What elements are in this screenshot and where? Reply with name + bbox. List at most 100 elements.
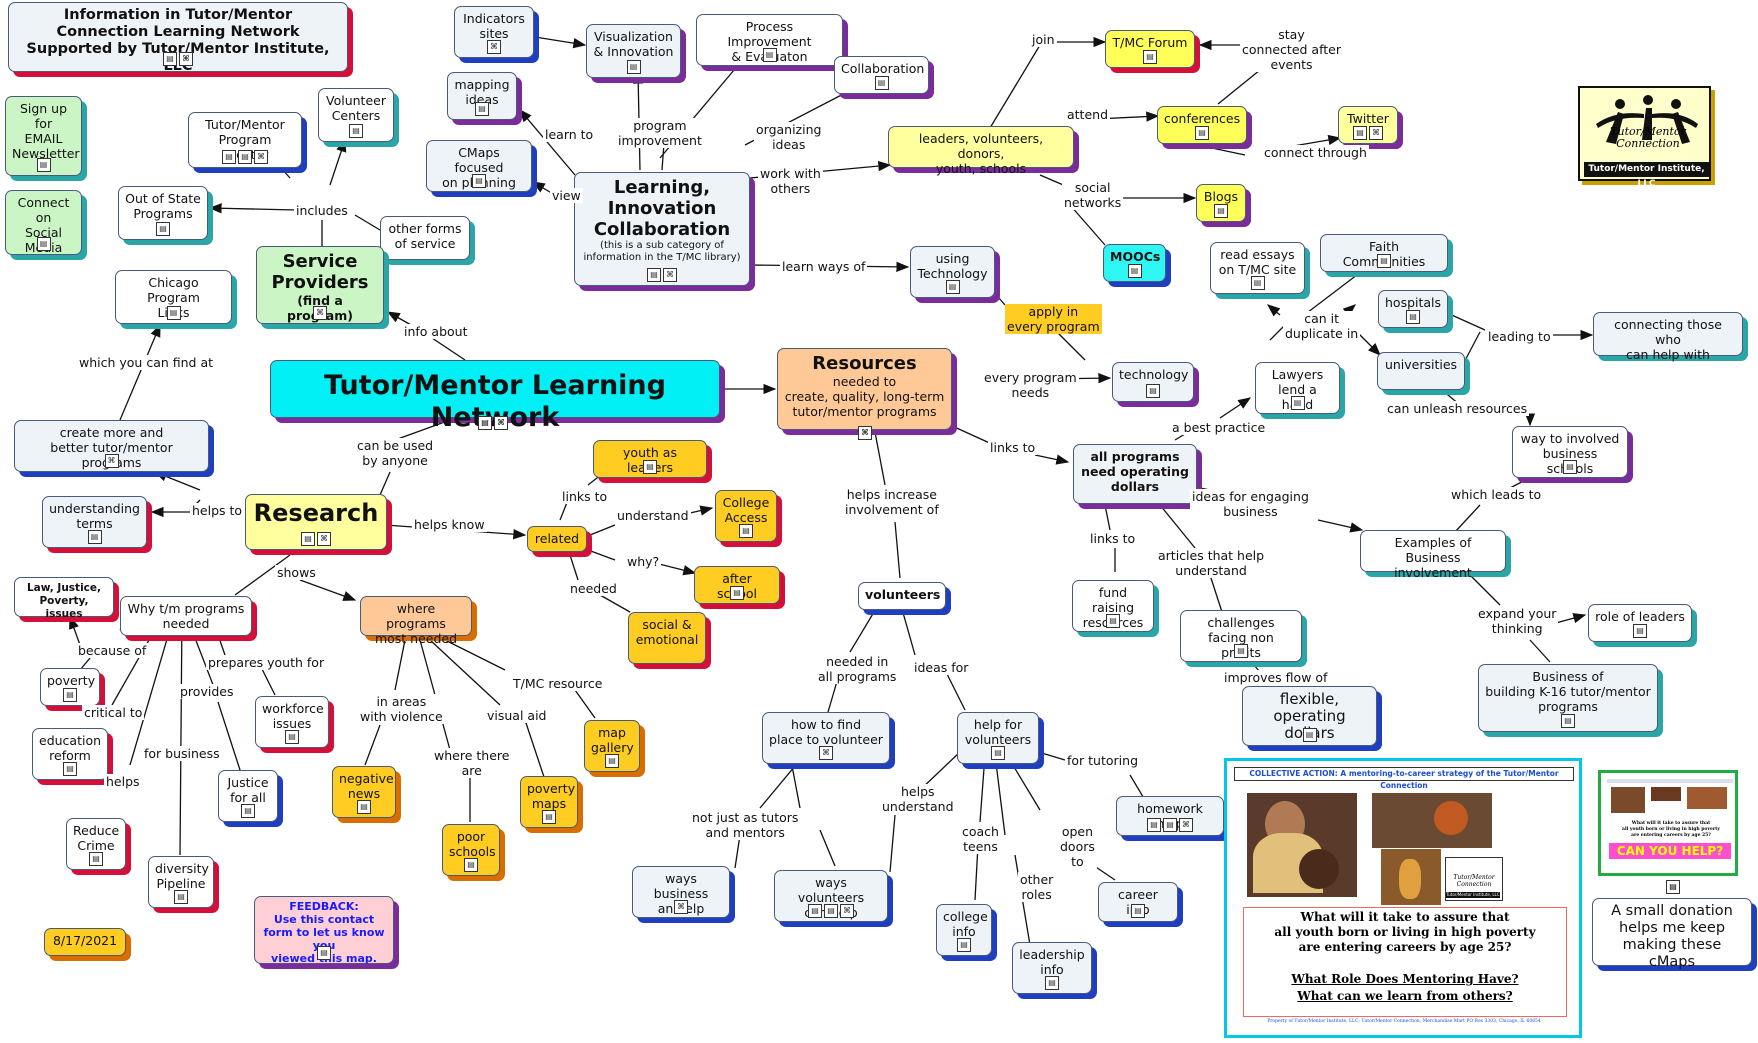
related-node[interactable]: related (527, 526, 587, 552)
college-info-node[interactable]: college info▤ (936, 904, 992, 956)
resource-icons[interactable]: ▤ (1105, 613, 1121, 628)
resource-icons[interactable]: ▤⌘ (162, 51, 194, 68)
understanding-terms-node[interactable]: understanding terms▤ (42, 496, 147, 548)
resource-icons[interactable]: ⌘ (486, 39, 502, 54)
map-link-icon[interactable]: ⌘ (674, 900, 688, 914)
resource-icons[interactable]: ▤ (1233, 643, 1249, 658)
resource-icons[interactable]: ▤ (642, 459, 658, 474)
poor-schools-node[interactable]: poor schools▤ (442, 824, 500, 876)
map-link-icon[interactable]: ⌘ (179, 52, 193, 66)
resource-icons[interactable]: ▤ (1302, 727, 1318, 742)
resource-icons[interactable]: ▤ (62, 761, 78, 776)
resource-icons[interactable]: ▤ (62, 687, 78, 702)
map-link-icon[interactable]: ⌘ (1369, 126, 1383, 140)
document-icon[interactable]: ▤ (1633, 624, 1647, 638)
resource-icons[interactable]: ▤ (1560, 713, 1576, 728)
resource-icons[interactable]: ▤ (356, 799, 372, 814)
resource-icons[interactable]: ▤ (88, 851, 104, 866)
social-media-node[interactable]: Connect on Social Media▤ (5, 190, 82, 255)
document-icon[interactable]: ▤ (1302, 728, 1317, 742)
indicators-node[interactable]: Indicators sites⌘ (454, 6, 534, 58)
way-involved-node[interactable]: way to involved business schools▤ (1512, 426, 1628, 478)
document-icon[interactable]: ▤ (63, 762, 77, 776)
read-essays-node[interactable]: read essays on T/MC site▤ (1210, 242, 1305, 294)
network-icons[interactable]: ▤⌘ (478, 410, 508, 430)
resource-icons[interactable]: ▤ (1376, 253, 1392, 268)
document-icon[interactable]: ▤ (156, 222, 170, 236)
reduce-crime-node[interactable]: Reduce Crime▤ (66, 818, 126, 870)
using-technology-node[interactable]: using Technology▤ (910, 246, 995, 298)
document-icon[interactable]: ▤ (1146, 384, 1160, 398)
chicago-links-node[interactable]: Chicago Program Links▤ (115, 270, 232, 324)
resource-icons[interactable]: ▤ (729, 585, 745, 600)
document-icon[interactable]: ▤ (808, 904, 822, 918)
resource-icons[interactable]: ▤ (87, 529, 103, 544)
resource-icons[interactable]: ▤⌘ (646, 267, 678, 282)
map-link-icon[interactable]: ⌘ (840, 904, 854, 918)
document-icon[interactable]: ▤ (762, 48, 777, 62)
feedback-node[interactable]: FEEDBACK: Use this contact form to let u… (254, 896, 394, 965)
hospitals-node[interactable]: hospitals▤ (1378, 290, 1448, 328)
resource-icons[interactable]: ▤ (36, 157, 52, 172)
connecting-node[interactable]: connecting those who can help with (1593, 312, 1743, 362)
document-icon[interactable]: ▤ (542, 810, 556, 824)
document-icon[interactable]: ▤ (349, 124, 363, 138)
program-locator-node[interactable]: Tutor/Mentor Program Locator▤▤⌘ (188, 112, 302, 168)
map-link-icon[interactable]: ⌘ (313, 306, 327, 320)
resource-icons[interactable]: ▤ (1562, 459, 1578, 474)
small-poster[interactable]: What will it take to assure that all you… (1598, 770, 1738, 876)
diversity-node[interactable]: diversity Pipeline▤ (148, 856, 214, 908)
map-link-icon[interactable]: ⌘ (858, 426, 872, 440)
document-icon[interactable]: ▤ (222, 150, 236, 164)
resource-icons[interactable]: ▤ (762, 47, 778, 62)
document-icon[interactable]: ▤ (1143, 50, 1157, 64)
resource-icons[interactable]: ▤ (945, 279, 961, 294)
document-icon[interactable]: ▤ (1127, 264, 1142, 278)
resource-icons[interactable]: ▤⌘ (1352, 125, 1384, 140)
map-link-icon[interactable]: ⌘ (494, 416, 508, 430)
resource-icons[interactable]: ⌘ (673, 899, 689, 914)
volunteers-node[interactable]: volunteers (858, 582, 946, 610)
document-icon[interactable]: ▤ (238, 150, 252, 164)
cmaps-planning-node[interactable]: CMaps focused on planning▤ (426, 140, 532, 192)
resource-icons[interactable]: ▤ (474, 101, 490, 116)
service-providers-node[interactable]: Service Providers(find a program)⌘ (256, 246, 384, 324)
justice-node[interactable]: Justice for all▤ (218, 770, 278, 822)
tmc-logo[interactable]: Tutor/Mentor Connection Tutor/Mentor Ins… (1578, 86, 1711, 189)
map-link-icon[interactable]: ⌘ (819, 746, 833, 760)
map-link-icon[interactable]: ⌘ (663, 268, 677, 282)
resource-icons[interactable]: ▤ (1405, 309, 1421, 324)
document-icon[interactable]: ▤ (1666, 880, 1680, 894)
flexible-dollars-node[interactable]: flexible, operating dollars▤ (1242, 686, 1377, 746)
process-improvement-node[interactable]: Process Improvement & Evaluaton▤ (696, 14, 843, 66)
resource-icons[interactable]: ▤ (1127, 263, 1143, 278)
resource-icons[interactable]: ▤ (471, 173, 487, 188)
conferences-node[interactable]: conferences▤ (1157, 106, 1247, 144)
education-reform-node[interactable]: education reform▤ (32, 728, 108, 780)
negative-news-node[interactable]: negative news▤ (332, 766, 396, 818)
universities-node[interactable]: universities (1377, 352, 1465, 390)
document-icon[interactable]: ▤ (87, 530, 102, 544)
resource-icons[interactable]: ▤ (1142, 49, 1158, 64)
document-icon[interactable]: ▤ (1250, 276, 1265, 290)
resource-icons[interactable]: ▤ (348, 123, 364, 138)
document-icon[interactable]: ▤ (643, 460, 657, 474)
why-tm-node[interactable]: Why t/m programs needed (120, 596, 252, 636)
document-icon[interactable]: ▤ (63, 688, 77, 702)
document-icon[interactable]: ▤ (1561, 714, 1575, 728)
document-icon[interactable]: ▤ (1147, 818, 1161, 832)
document-icon[interactable]: ▤ (991, 746, 1005, 760)
map-link-icon[interactable]: ⌘ (317, 532, 331, 546)
donation-node[interactable]: A small donation helps me keep making th… (1592, 898, 1752, 970)
document-icon[interactable]: ▤ (357, 800, 371, 814)
out-of-state-node[interactable]: Out of State Programs▤ (118, 186, 208, 240)
examples-business-node[interactable]: Examples of Business involvement (1360, 530, 1506, 580)
leadership-info-node[interactable]: leadership info▤ (1012, 942, 1092, 994)
lawyers-node[interactable]: Lawyers lend a hand▤ (1255, 362, 1340, 414)
role-leaders-node[interactable]: role of leaders▤ (1588, 604, 1692, 642)
document-icon[interactable]: ▤ (285, 730, 299, 744)
resource-icons[interactable]: ▤ (1194, 125, 1210, 140)
document-icon[interactable]: ▤ (626, 60, 641, 74)
document-icon[interactable]: ▤ (36, 237, 51, 251)
